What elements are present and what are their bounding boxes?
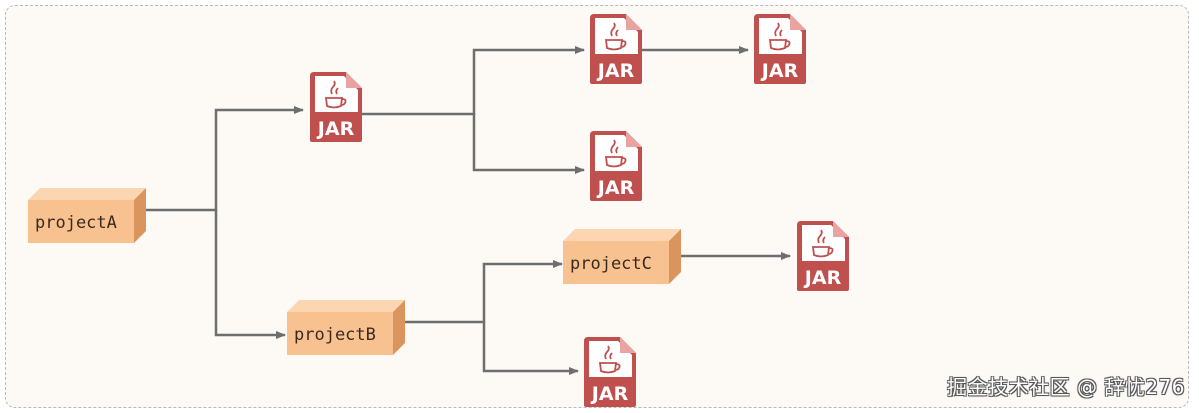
box-top: [28, 188, 146, 200]
watermark: 掘金技术社区 @ 辞忧276: [947, 375, 1185, 399]
jar-label: JAR: [760, 60, 799, 82]
jar-label: JAR: [596, 177, 635, 199]
project-box-a: projectA: [28, 188, 146, 243]
box-side: [134, 188, 146, 243]
connector-jar1-jar4: [472, 114, 585, 174]
jar-file-icon: JAR: [590, 131, 642, 201]
connector-projectB-projectC: [405, 260, 563, 324]
project-label-c: projectC: [570, 254, 652, 274]
jar-file-icon: JAR: [754, 14, 806, 84]
jar-label: JAR: [316, 118, 355, 140]
jar-label: JAR: [596, 60, 635, 82]
connector-projectB-jar6: [482, 322, 579, 375]
jar-file-icon: JAR: [590, 14, 642, 84]
box-front: [28, 200, 134, 243]
jar-label: JAR: [803, 267, 842, 289]
project-label-a: projectA: [35, 213, 117, 233]
project-label-b: projectB: [294, 325, 376, 345]
connector-jar1-jar2: [362, 46, 585, 116]
jar-file-icon: JAR: [797, 221, 849, 291]
connector-projectA-projectB: [214, 210, 286, 339]
project-box-c: projectC: [563, 229, 681, 284]
jar-label: JAR: [590, 383, 629, 405]
jar-file-icon: JAR: [584, 337, 636, 407]
project-box-b: projectB: [287, 300, 405, 355]
connector-projectA-jar1: [146, 106, 304, 212]
jar-file-icon: JAR: [310, 72, 362, 142]
